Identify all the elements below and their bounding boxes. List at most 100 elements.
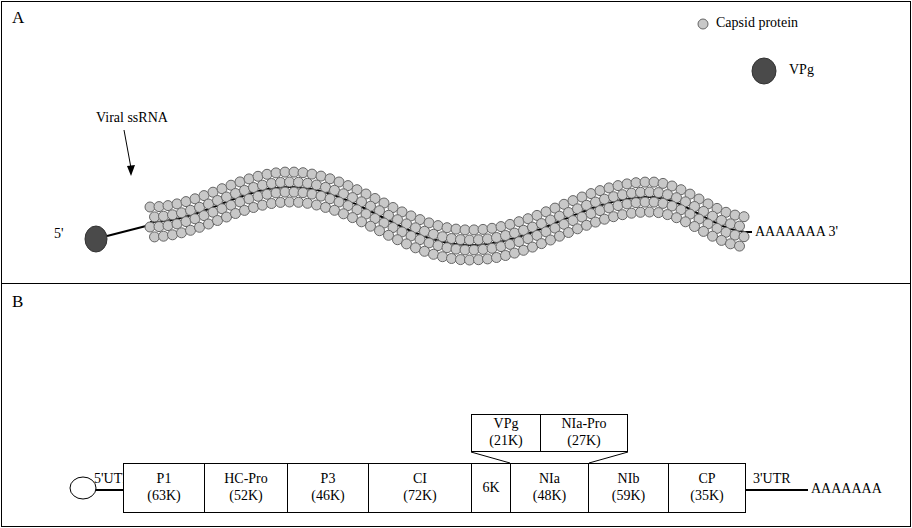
legend-text: VPg: [789, 62, 814, 78]
capsid-protein: [658, 198, 668, 208]
capsid-protein: [357, 217, 367, 227]
capsid-protein: [469, 245, 479, 255]
capsid-coat: [145, 167, 749, 265]
capsid-protein: [150, 212, 160, 222]
capsid-protein: [600, 214, 610, 224]
capsid-protein: [649, 197, 659, 207]
protein-size: (59K): [612, 488, 645, 505]
capsid-protein: [487, 223, 497, 233]
capsid-protein: [474, 255, 484, 265]
capsid-protein: [168, 230, 178, 240]
capsid-protein: [321, 202, 331, 212]
panel-divider: [2, 283, 911, 284]
capsid-protein: [249, 203, 259, 213]
capsid-protein: [672, 213, 682, 223]
tail-label: AAAAAAA 3': [755, 224, 838, 240]
capsid-protein: [613, 201, 623, 211]
utr-label: 3'UTR: [753, 471, 791, 487]
capsid-protein: [618, 190, 628, 200]
capsid-protein: [438, 252, 448, 262]
callout-label: Viral ssRNA: [96, 110, 168, 126]
capsid-protein: [339, 209, 349, 219]
capsid-protein: [618, 210, 628, 220]
capsid-protein: [276, 177, 286, 187]
capsid-protein: [348, 213, 358, 223]
capsid-protein: [294, 197, 304, 207]
capsid-protein: [735, 221, 745, 231]
protein-box: NIa(48K): [510, 463, 589, 513]
capsid-protein: [442, 223, 452, 233]
capsid-protein: [717, 235, 727, 245]
capsid-protein: [145, 222, 155, 232]
capsid-protein: [307, 189, 317, 199]
capsid-protein: [163, 221, 173, 231]
capsid-protein: [312, 180, 322, 190]
capsid-protein: [627, 208, 637, 218]
protein-box: 6K: [471, 463, 511, 513]
capsid-protein: [708, 231, 718, 241]
rna-strand: [107, 225, 150, 236]
capsid-protein: [492, 233, 502, 243]
capsid-protein: [537, 239, 547, 249]
capsid-protein: [469, 225, 479, 235]
capsid-protein: [393, 235, 403, 245]
protein-name: NIa-Pro: [561, 416, 606, 433]
capsid-protein: [690, 222, 700, 232]
capsid-protein: [483, 254, 493, 264]
capsid-protein: [289, 187, 299, 197]
capsid-protein: [276, 197, 286, 207]
capsid-protein: [591, 217, 601, 227]
vpg-sample: [752, 58, 776, 84]
capsid-protein: [627, 188, 637, 198]
capsid-protein: [465, 255, 475, 265]
capsid-protein: [294, 177, 304, 187]
utr-line: [745, 489, 808, 491]
capsid-protein: [519, 245, 529, 255]
capsid-protein: [654, 208, 664, 218]
protein-box: P1(63K): [123, 463, 205, 513]
capsid-protein: [159, 231, 169, 241]
protein-box: HC-Pro(52K): [204, 463, 288, 513]
capsid-sample: [698, 19, 708, 29]
capsid-protein: [649, 177, 659, 187]
capsid-protein: [447, 234, 457, 244]
capsid-protein: [159, 211, 169, 221]
capsid-protein: [681, 217, 691, 227]
capsid-protein: [271, 188, 281, 198]
protein-size: (52K): [229, 488, 262, 505]
capsid-protein: [582, 220, 592, 230]
capsid-protein: [555, 231, 565, 241]
capsid-protein: [739, 212, 749, 222]
capsid-protein: [145, 202, 155, 212]
capsid-protein: [420, 246, 430, 256]
capsid-protein: [298, 188, 308, 198]
protein-size: (46K): [311, 488, 344, 505]
capsid-protein: [177, 228, 187, 238]
capsid-protein: [478, 224, 488, 234]
capsid-protein: [154, 222, 164, 232]
capsid-protein: [285, 177, 295, 187]
protein-name: P3: [321, 471, 336, 488]
capsid-protein: [163, 201, 173, 211]
capsid-protein: [658, 178, 668, 188]
protein-size: (72K): [403, 488, 436, 505]
protein-name: HC-Pro: [224, 471, 268, 488]
protein-size: (63K): [147, 488, 180, 505]
capsid-protein: [564, 228, 574, 238]
capsid-protein: [258, 200, 268, 210]
capsid-protein: [195, 222, 205, 232]
capsid-protein: [739, 232, 749, 242]
leader-arrow: [124, 130, 131, 168]
capsid-protein: [258, 180, 268, 190]
capsid-protein: [645, 207, 655, 217]
capsid-protein: [154, 202, 164, 212]
capsid-protein: [150, 232, 160, 242]
capsid-protein: [240, 205, 250, 215]
capsid-protein: [636, 187, 646, 197]
capsid-protein: [456, 255, 466, 265]
capsid-protein: [402, 239, 412, 249]
protein-size: (35K): [690, 488, 723, 505]
